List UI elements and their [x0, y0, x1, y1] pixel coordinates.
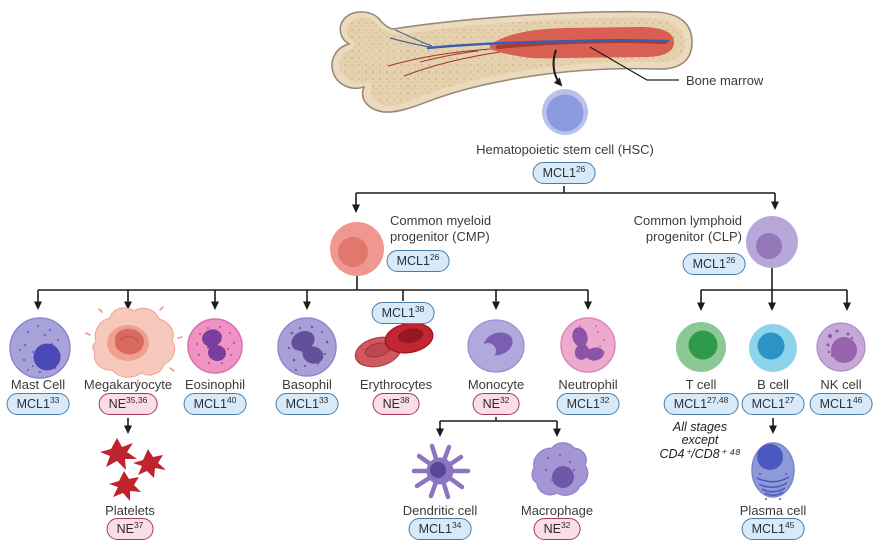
- macrophage-illustration: [531, 442, 589, 496]
- hsc-label: Hematopoietic stem cell (HSC): [476, 142, 654, 157]
- badge-base: MCL1: [381, 306, 415, 320]
- badge-sup: 33: [49, 394, 60, 405]
- mast-cell-label: Mast Cell: [10, 377, 66, 392]
- t-cell-badge: MCL127,48: [663, 393, 739, 415]
- badge-base: MCL1: [193, 397, 227, 411]
- badge-base: MCL1: [396, 254, 430, 268]
- monocyte-illustration: [467, 319, 525, 373]
- t-cell-note-line1: All stages: [672, 420, 728, 434]
- badge-base: MCL1: [751, 522, 785, 536]
- badge-sup: 27: [784, 394, 795, 405]
- badge-sup: 27,48: [707, 394, 729, 405]
- badge-sup: 26: [575, 163, 586, 174]
- cmp-label-line1: Common myeloid: [390, 213, 492, 228]
- mast-cell-badge: MCL133: [6, 393, 70, 415]
- hsc-cell-illustration: [542, 89, 588, 135]
- macrophage-badge: NE32: [533, 518, 581, 540]
- badge-base: NE: [543, 522, 561, 536]
- bone-marrow-label: Bone marrow: [686, 73, 764, 88]
- badge-base: MCL1: [819, 397, 853, 411]
- cmp-cell-illustration: [330, 222, 384, 276]
- macrophage-label: Macrophage: [520, 503, 594, 518]
- badge-base: MCL1: [566, 397, 600, 411]
- badge-sup: 32: [599, 394, 610, 405]
- erythrocytes-illustration: [354, 322, 434, 368]
- badge-base: MCL1: [285, 397, 319, 411]
- badge-base: MCL1: [751, 397, 785, 411]
- neutrophil-label: Neutrophil: [558, 377, 618, 392]
- badge-base: NE: [382, 397, 400, 411]
- t-cell-note-line2: except: [681, 433, 719, 447]
- badge-sup: 46: [852, 394, 863, 405]
- badge-sup: 38: [414, 303, 425, 314]
- dendritic-cell-badge: MCL134: [408, 518, 472, 540]
- t-cell-illustration: [676, 322, 726, 372]
- erythrocytes-label: Erythrocytes: [359, 377, 433, 392]
- clp-cell-illustration: [746, 216, 798, 268]
- badge-base: MCL1: [418, 522, 452, 536]
- b-cell-label: B cell: [757, 377, 789, 392]
- clp-label-line2: progenitor (CLP): [645, 229, 742, 244]
- platelets-label: Platelets: [105, 503, 155, 518]
- plasma-cell-illustration: [751, 442, 795, 500]
- badge-base: MCL1: [692, 257, 726, 271]
- badge-base: MCL1: [16, 397, 50, 411]
- plasma-cell-label: Plasma cell: [739, 503, 807, 518]
- badge-base: NE: [108, 397, 127, 411]
- badge-sup: 34: [451, 519, 462, 530]
- t-cell-note-line3: CD4⁺/CD8⁺ ⁴⁸: [659, 447, 741, 461]
- monocyte-badge: NE32: [472, 393, 520, 415]
- bone-illustration: [331, 10, 693, 113]
- basophil-badge: MCL133: [275, 393, 339, 415]
- nk-cell-illustration: [816, 322, 866, 372]
- clp-label-line1: Common lymphoid: [633, 213, 742, 228]
- nk-cell-label: NK cell: [820, 377, 862, 392]
- badge-base: MCL1: [542, 166, 576, 180]
- badge-base: NE: [482, 397, 500, 411]
- clp-mcl1-badge: MCL126: [682, 253, 746, 275]
- badge-sup: 38: [399, 394, 410, 405]
- blood-vessel: [426, 39, 670, 50]
- badge-sup: 33: [318, 394, 329, 405]
- basophil-label: Basophil: [282, 377, 332, 392]
- eosinophil-label: Eosinophil: [185, 377, 245, 392]
- mast-cell-illustration: [9, 317, 71, 379]
- eosinophil-illustration: [187, 318, 243, 374]
- platelets-badge: NE37: [106, 518, 154, 540]
- neutrophil-illustration: [560, 317, 616, 373]
- badge-sup: 32: [499, 394, 510, 405]
- badge-sup: 26: [429, 251, 440, 262]
- badge-sup: 40: [226, 394, 237, 405]
- cmp-mcl1-badge: MCL126: [386, 250, 450, 272]
- nk-cell-badge: MCL146: [809, 393, 873, 415]
- monocyte-label: Monocyte: [467, 377, 525, 392]
- megakaryocyte-badge: NE35,36: [98, 393, 158, 415]
- connector-lines: [34, 46, 851, 437]
- badge-sup: 35,36: [126, 394, 148, 405]
- dendritic-cell-illustration: [411, 443, 471, 500]
- badge-sup: 45: [784, 519, 795, 530]
- b-cell-illustration: [749, 324, 797, 372]
- dendritic-cell-label: Dendritic cell: [402, 503, 478, 518]
- megakaryocyte-illustration: [85, 306, 183, 385]
- megakaryocyte-label: Megakaryocyte: [83, 377, 173, 392]
- badge-base: MCL1: [673, 397, 708, 411]
- badge-sup: 37: [133, 519, 144, 530]
- branch-mcl1-badge: MCL138: [371, 302, 435, 324]
- t-cell-label: T cell: [685, 377, 717, 392]
- b-cell-badge: MCL127: [741, 393, 805, 415]
- neutrophil-badge: MCL132: [556, 393, 620, 415]
- eosinophil-badge: MCL140: [183, 393, 247, 415]
- badge-base: NE: [116, 522, 134, 536]
- plasma-cell-badge: MCL145: [741, 518, 805, 540]
- badge-sup: 32: [560, 519, 571, 530]
- badge-sup: 26: [725, 254, 736, 265]
- basophil-illustration: [277, 317, 337, 377]
- cmp-label-line2: progenitor (CMP): [390, 229, 490, 244]
- hsc-mcl1-badge: MCL126: [532, 162, 596, 184]
- erythrocytes-badge: NE38: [372, 393, 420, 415]
- platelets-illustration: [100, 438, 166, 501]
